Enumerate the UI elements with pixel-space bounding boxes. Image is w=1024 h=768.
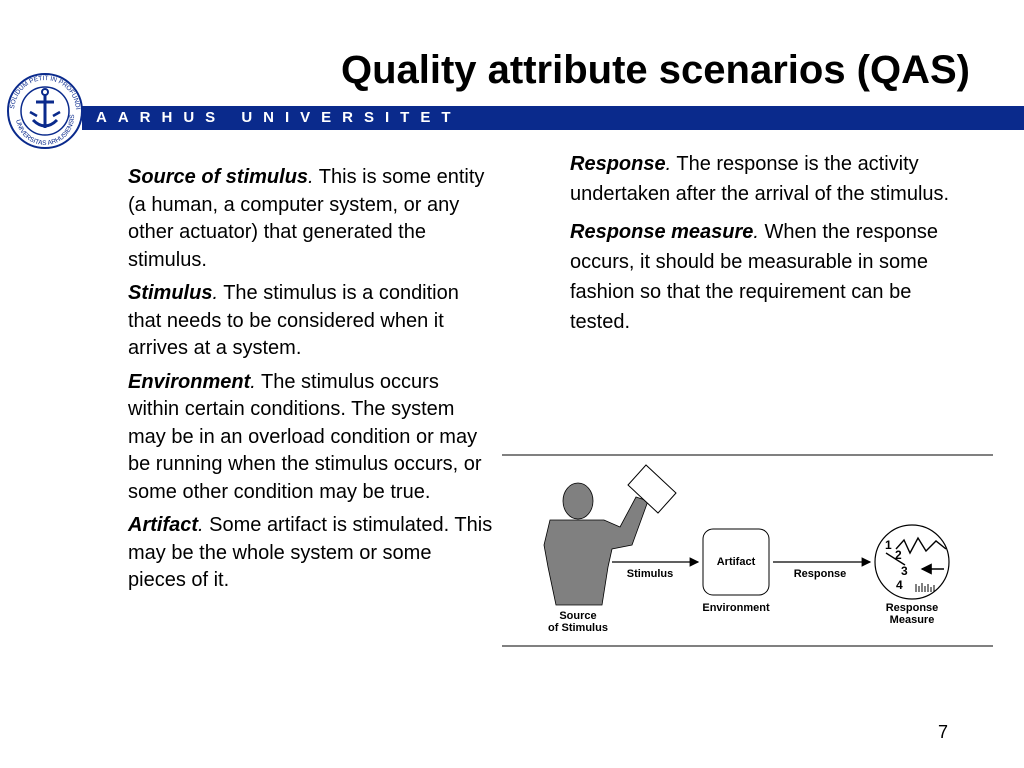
source-label-1: Source — [559, 610, 596, 622]
paper-icon — [627, 464, 677, 514]
right-column: Response. The response is the activity u… — [570, 149, 970, 345]
source-label-2: of Stimulus — [548, 622, 608, 634]
person-figure — [543, 482, 649, 606]
environment-label: Environment — [702, 602, 770, 614]
definition-artifact: Artifact. Some artifact is stimulated. T… — [128, 514, 493, 591]
term: Source of stimulus — [128, 166, 309, 188]
dial-number-4: 4 — [896, 578, 903, 592]
university-banner: AARHUS UNIVERSITET — [82, 106, 1024, 130]
definition-text: The response is the activity undertaken … — [570, 153, 950, 205]
university-seal-logo: SOLIDUM PETIT IN PROFUNDIS UNIVERSITAS A… — [6, 72, 83, 149]
definition-text: The stimulus occurs within certain condi… — [128, 370, 482, 503]
response-label: Response — [794, 568, 847, 580]
term: Environment — [128, 370, 251, 393]
definition-stimulus: Stimulus. The stimulus is a condition th… — [128, 282, 459, 359]
dial-number-1: 1 — [885, 538, 892, 552]
definition-environment: Environment. The stimulus occurs within … — [128, 370, 482, 503]
definition-response: Response. The response is the activity u… — [570, 153, 950, 205]
definition-source-of-stimulus: Source of stimulus. This is some entity … — [128, 166, 485, 271]
dial-number-2: 2 — [895, 548, 902, 562]
artifact-label: Artifact — [717, 556, 756, 568]
definition-text: The stimulus is a condition that needs t… — [128, 282, 459, 359]
term: Response — [570, 153, 666, 175]
artifact-box — [702, 528, 770, 596]
measure-label-2: Measure — [890, 614, 935, 626]
definition-text: Some artifact is stimulated. This may be… — [128, 514, 493, 591]
definition-response-measure: Response measure. When the response occu… — [570, 221, 938, 333]
term: Artifact — [128, 514, 199, 536]
response-measure-dial-icon: 1 2 3 4 — [874, 524, 950, 600]
qas-diagram: Source of Stimulus Stimulus Artifact Env… — [502, 454, 993, 647]
page-number: 7 — [938, 722, 949, 742]
dial-number-3: 3 — [901, 564, 908, 578]
stimulus-label: Stimulus — [627, 568, 673, 580]
university-name: AARHUS UNIVERSITET — [96, 109, 462, 126]
measure-label-1: Response — [886, 602, 939, 614]
term: Response measure — [570, 221, 754, 243]
term: Stimulus — [128, 282, 213, 304]
slide-title: Quality attribute scenarios (QAS) — [340, 48, 970, 92]
definition-text: This is some entity (a human, a computer… — [128, 166, 485, 271]
left-column: Source of stimulus. This is some entity … — [128, 164, 494, 601]
definition-text: When the response occurs, it should be m… — [570, 221, 938, 333]
